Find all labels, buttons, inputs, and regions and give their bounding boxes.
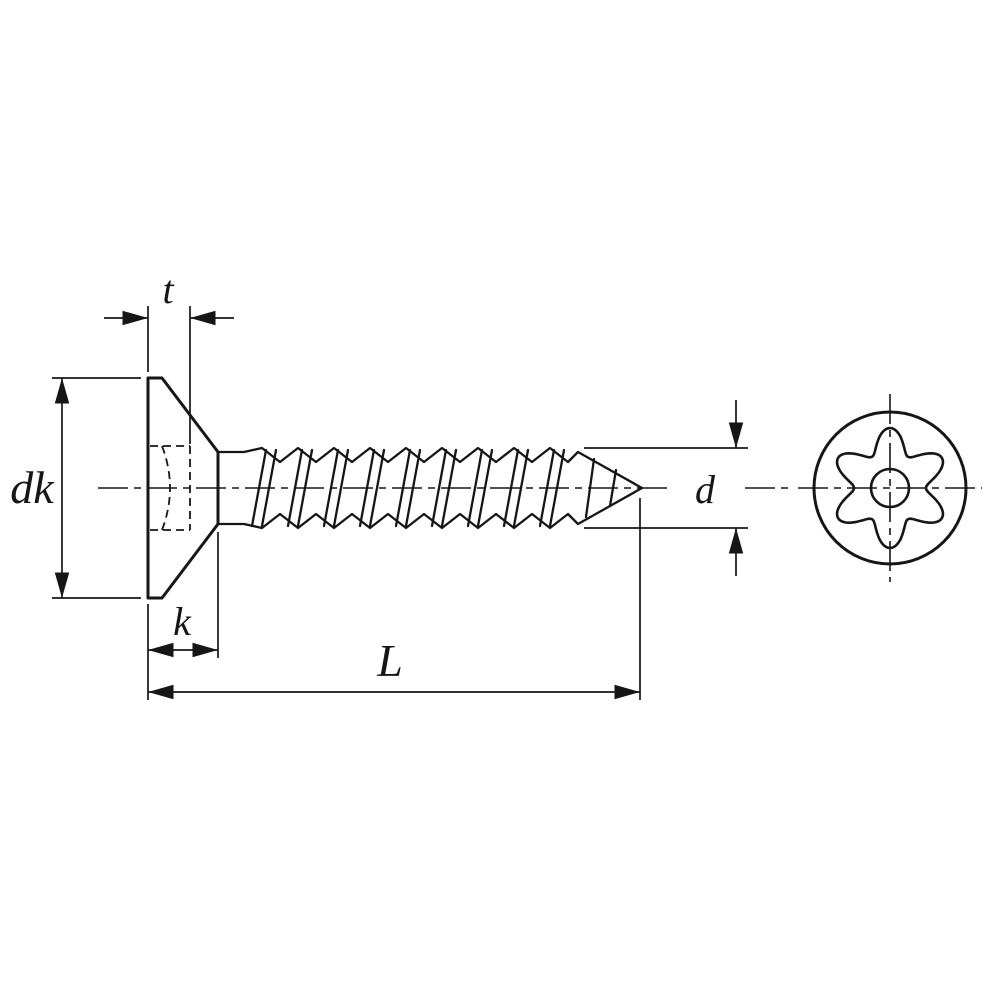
thread-flank-lines (250, 448, 618, 528)
recess-hidden-cone (161, 445, 171, 531)
head-outer-circle (812, 410, 968, 566)
security-pin-circle (869, 467, 911, 509)
torx-recess-outline (835, 426, 945, 550)
dim-label-d: d (695, 467, 716, 512)
thread-bottom-profile (216, 486, 644, 530)
screw-head-outline (146, 376, 220, 600)
dimensions: t dk k L d (10, 267, 748, 700)
thread-top-profile (216, 446, 644, 490)
dim-label-t: t (162, 267, 174, 312)
screw-end-view (798, 394, 982, 582)
dim-label-l: L (376, 635, 403, 686)
dim-label-k: k (173, 599, 192, 644)
hidden-recess-lines (150, 445, 191, 531)
screw-side-view (146, 376, 644, 600)
dim-label-dk: dk (10, 462, 55, 513)
